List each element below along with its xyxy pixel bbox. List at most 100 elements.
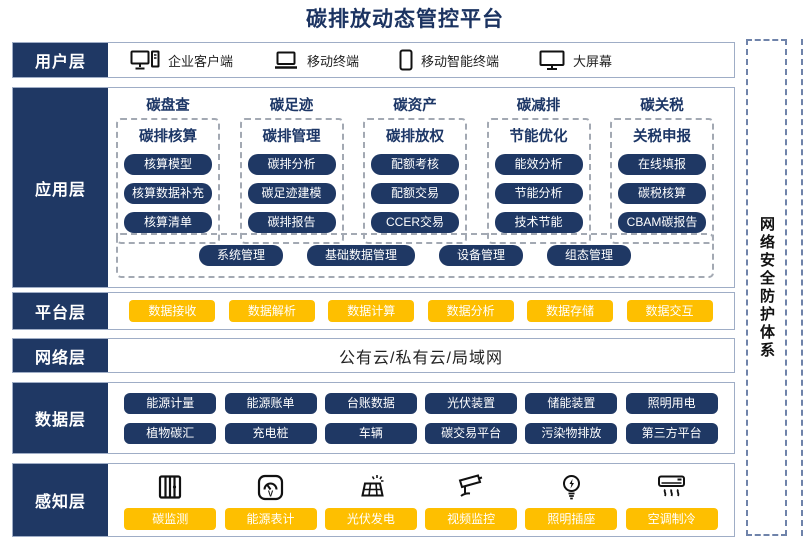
security-system-text: 网络安全防护体系: [758, 215, 775, 360]
platform-item: 数据分析: [427, 300, 514, 322]
app-column-title: 关税申报: [633, 129, 691, 145]
network-layer-content: 公有云/私有云/局域网: [108, 339, 734, 372]
app-function-pill: 核算清单: [124, 212, 212, 233]
data-rows: 能源计量 能源账单 台账数据 光伏装置 储能装置 照明用电 植物碳汇 充电桩 车…: [108, 383, 734, 453]
data-source-pill: 第三方平台: [625, 422, 718, 444]
data-source-pill: 碳交易平台: [425, 422, 518, 444]
user-layer-content: 企业客户端 移动终端: [108, 43, 734, 77]
data-layer-content: 能源计量 能源账单 台账数据 光伏装置 储能装置 照明用电 植物碳汇 充电桩 车…: [108, 383, 734, 453]
cctv-camera-icon: [457, 471, 486, 501]
user-item-mobile-terminal: 移动终端: [273, 50, 359, 70]
app-column-carbon-reduction: 碳减排 节能优化 能效分析 节能分析 技术节能: [486, 94, 591, 244]
data-source-pill: 污染物排放: [525, 422, 618, 444]
app-function-pill: CBAM碳报告: [618, 212, 706, 233]
app-column-box: 碳排核算 核算模型 核算数据补充 核算清单: [116, 118, 220, 244]
app-common-pill: 设备管理: [439, 245, 524, 266]
platform-item: 数据交互: [626, 300, 713, 322]
user-item-label: 企业客户端: [168, 53, 234, 69]
sense-item-label: 能源表计: [224, 507, 317, 530]
data-source-pill: 台账数据: [324, 392, 417, 414]
solar-panel-icon: [357, 471, 385, 501]
user-layer-band: 用户层 企业客户端: [12, 42, 735, 78]
smartphone-icon: [399, 49, 413, 71]
app-column-title: 碳排放权: [386, 129, 444, 145]
large-screen-icon: [539, 49, 565, 71]
air-conditioner-icon: [657, 471, 686, 501]
user-item-label: 大屏幕: [573, 53, 613, 69]
network-text: 公有云/私有云/局域网: [339, 349, 503, 367]
sense-layer-content: 碳监测 V 能源表计: [108, 464, 734, 536]
data-source-pill: 植物碳汇: [124, 422, 217, 444]
app-column-box: 碳排放权 配额考核 配额交易 CCER交易: [363, 118, 467, 244]
sense-item-energy-meter: V 能源表计: [224, 471, 317, 530]
app-column-box: 碳排管理 碳排分析 碳足迹建模 碳排报告: [239, 118, 344, 244]
light-socket-icon: [561, 471, 582, 501]
sense-item-label: 空调制冷: [625, 507, 718, 530]
security-box-edge-line: [801, 39, 803, 536]
laptop-icon: [273, 50, 299, 70]
platform-items-row: 数据接收 数据解析 数据计算 数据分析 数据存储 数据交互: [108, 293, 734, 329]
platform-item: 数据接收: [129, 300, 216, 322]
app-function-pill: 核算数据补充: [124, 183, 212, 204]
data-source-pill: 能源账单: [224, 392, 317, 414]
application-columns: 碳盘查 碳排核算 核算模型 核算数据补充 核算清单 碳足迹 碳排管理 碳排分析 …: [116, 94, 714, 244]
security-system-box: 网络安全防护体系: [746, 39, 787, 536]
app-column-carbon-inventory: 碳盘查 碳排核算 核算模型 核算数据补充 核算清单: [116, 94, 220, 244]
app-function-pill: 配额考核: [371, 154, 459, 175]
app-common-pill: 系统管理: [198, 245, 283, 266]
app-function-pill: 技术节能: [494, 212, 583, 233]
app-function-pill: 碳排分析: [247, 154, 336, 175]
user-item-enterprise-client: 企业客户端: [130, 49, 233, 71]
application-layer-label: 应用层: [13, 88, 108, 287]
app-function-pill: 在线填报: [618, 154, 706, 175]
app-function-pill: 节能分析: [494, 183, 583, 204]
sense-item-label: 照明插座: [525, 507, 618, 530]
sense-item-solar: 光伏发电: [324, 471, 417, 530]
carbon-monitor-icon: [157, 471, 183, 501]
platform-layer-band: 平台层 数据接收 数据解析 数据计算 数据分析 数据存储 数据交互: [12, 292, 735, 330]
platform-item: 数据存储: [527, 300, 614, 322]
sense-item-air-conditioner: 空调制冷: [625, 471, 718, 530]
sense-item-label: 碳监测: [124, 507, 217, 530]
app-function-pill: 碳税核算: [618, 183, 706, 204]
platform-layer-label: 平台层: [13, 293, 108, 329]
app-column-carbon-asset: 碳资产 碳排放权 配额考核 配额交易 CCER交易: [363, 94, 467, 244]
sense-item-cctv: 视频监控: [425, 471, 518, 530]
app-column-carbon-tariff: 碳关税 关税申报 在线填报 碳税核算 CBAM碳报告: [610, 94, 714, 244]
data-row-1: 能源计量 能源账单 台账数据 光伏装置 储能装置 照明用电: [116, 392, 726, 414]
app-function-pill: 配额交易: [371, 183, 459, 204]
sense-item-carbon-monitor: 碳监测: [124, 471, 217, 530]
data-source-pill: 光伏装置: [425, 392, 518, 414]
app-column-box: 关税申报 在线填报 碳税核算 CBAM碳报告: [610, 118, 714, 244]
app-function-pill: 能效分析: [494, 154, 583, 175]
data-source-pill: 储能装置: [525, 392, 618, 414]
user-item-label: 移动终端: [307, 53, 360, 69]
app-column-header: 碳资产: [393, 98, 437, 114]
app-common-pill: 基础数据管理: [306, 245, 415, 266]
page-title: 碳排放动态管控平台: [306, 8, 504, 31]
network-layer-band: 网络层 公有云/私有云/局域网: [12, 338, 735, 373]
desktop-pc-icon: [130, 49, 160, 71]
app-column-header: 碳盘查: [146, 98, 190, 114]
sense-item-label: 光伏发电: [324, 507, 417, 530]
app-common-pill: 组态管理: [547, 245, 632, 266]
data-source-pill: 充电桩: [224, 422, 317, 444]
data-source-pill: 车辆: [324, 422, 417, 444]
app-column-title: 碳排管理: [262, 129, 321, 145]
sense-items-row: 碳监测 V 能源表计: [108, 464, 734, 536]
user-item-big-screen: 大屏幕: [539, 49, 612, 71]
data-source-pill: 能源计量: [124, 392, 217, 414]
user-layer-label: 用户层: [13, 43, 108, 77]
meter-letter: V: [268, 489, 274, 498]
app-column-header: 碳减排: [516, 98, 561, 114]
data-layer-band: 数据层 能源计量 能源账单 台账数据 光伏装置 储能装置 照明用电 植物碳汇 充…: [12, 382, 735, 454]
app-column-title: 碳排核算: [139, 129, 197, 145]
app-function-pill: 碳足迹建模: [247, 183, 336, 204]
user-items-row: 企业客户端 移动终端: [108, 43, 734, 77]
app-function-pill: 核算模型: [124, 154, 212, 175]
data-row-2: 植物碳汇 充电桩 车辆 碳交易平台 污染物排放 第三方平台: [116, 422, 726, 444]
user-item-smart-terminal: 移动智能终端: [399, 49, 499, 71]
app-common-management-box: 系统管理 基础数据管理 设备管理 组态管理: [116, 233, 714, 278]
platform-item: 数据计算: [328, 300, 415, 322]
